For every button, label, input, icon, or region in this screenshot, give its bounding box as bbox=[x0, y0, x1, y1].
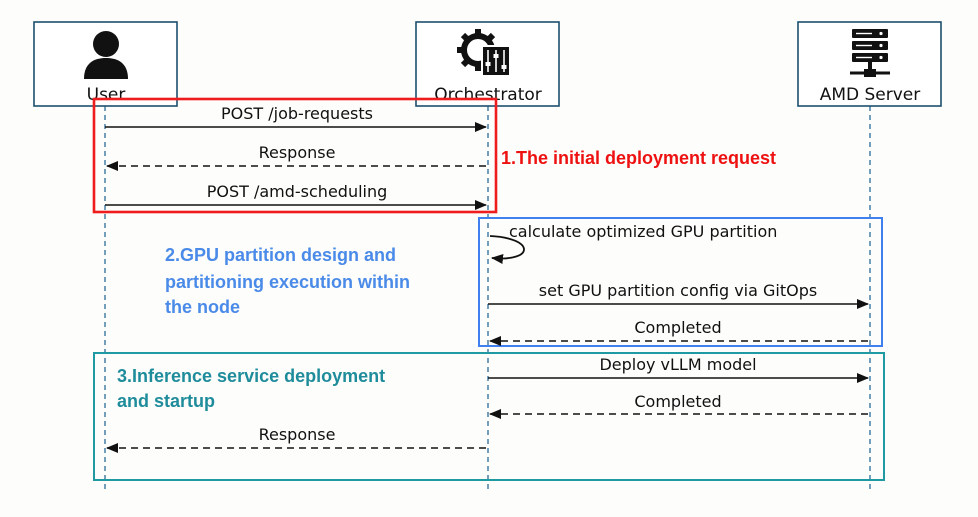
phase-gpu-title-line2: partitioning execution within bbox=[165, 272, 410, 292]
phase-inference-box bbox=[93, 352, 885, 481]
actor-orchestrator-label: Orchestrator bbox=[434, 85, 542, 105]
message-response-2: Response bbox=[106, 425, 486, 453]
message-label: POST /amd-scheduling bbox=[207, 182, 388, 201]
actor-orchestrator: Orchestrator bbox=[415, 21, 560, 107]
message-deploy-vllm: Deploy vLLM model bbox=[488, 355, 869, 383]
phase-request-box bbox=[92, 97, 498, 214]
phase-gpu-box bbox=[478, 217, 883, 347]
message-self-calculate: calculate optimized GPU partition bbox=[489, 222, 777, 264]
message-label: set GPU partition config via GitOps bbox=[539, 281, 817, 300]
actor-user: User bbox=[33, 21, 178, 107]
server-rack-icon bbox=[850, 29, 890, 77]
message-label: Response bbox=[259, 143, 336, 162]
actor-amd-server-label: AMD Server bbox=[820, 85, 921, 105]
message-post-amd-scheduling: POST /amd-scheduling bbox=[105, 182, 487, 210]
message-label: Completed bbox=[634, 392, 721, 411]
phase-inference-title-line1: 3.Inference service deployment bbox=[117, 366, 385, 386]
message-completed-1: Completed bbox=[489, 318, 868, 346]
message-label: Completed bbox=[634, 318, 721, 337]
message-label: Response bbox=[259, 425, 336, 444]
message-response-1: Response bbox=[106, 143, 486, 171]
phase-gpu-title-line1: 2.GPU partition design and bbox=[165, 245, 396, 265]
phase-request-title: 1.The initial deployment request bbox=[501, 148, 776, 168]
message-label: Deploy vLLM model bbox=[599, 355, 756, 374]
message-label: calculate optimized GPU partition bbox=[509, 222, 777, 241]
phase-gpu-title-line3: the node bbox=[165, 297, 240, 317]
gear-sliders-icon bbox=[457, 29, 511, 77]
message-set-gpu-config: set GPU partition config via GitOps bbox=[488, 281, 869, 309]
actor-user-label: User bbox=[87, 85, 126, 105]
phase-inference-title-line2: and startup bbox=[117, 391, 215, 411]
self-call-arrow bbox=[489, 235, 525, 264]
user-icon bbox=[84, 31, 128, 79]
message-completed-2: Completed bbox=[489, 392, 868, 419]
message-label: POST /job-requests bbox=[221, 104, 373, 123]
actor-amd-server: AMD Server bbox=[797, 21, 942, 107]
message-post-job-requests: POST /job-requests bbox=[105, 104, 487, 132]
